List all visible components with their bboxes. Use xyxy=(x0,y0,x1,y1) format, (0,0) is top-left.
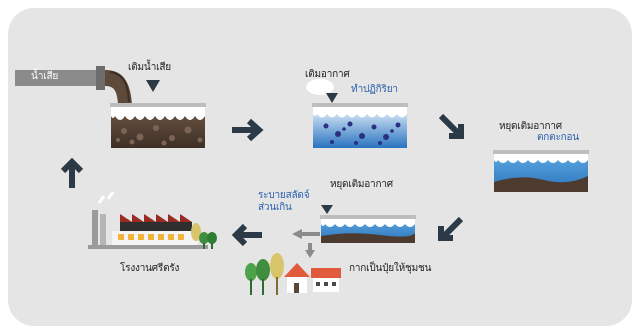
smoke-icon xyxy=(97,191,115,204)
down-right-arrow-icon xyxy=(438,113,464,139)
settle-label: ตกตะกอน xyxy=(537,132,579,143)
down-arrow-icon xyxy=(326,93,338,103)
tank-decant xyxy=(292,205,416,258)
cloud-icon xyxy=(306,79,334,95)
factory-illustration xyxy=(88,191,217,249)
community-illustration xyxy=(245,253,341,295)
sludge-to-fertilizer-label: กากเป็นปุ๋ยให้ชุมชน xyxy=(349,263,432,274)
tank-aeration xyxy=(306,79,408,148)
influent-label: น้ำเสีย xyxy=(31,71,59,82)
tank-fill-wastewater xyxy=(110,80,206,148)
stop-air-label: หยุดเติมอากาศ xyxy=(330,179,393,190)
up-arrow-icon xyxy=(60,157,84,188)
influent-pipe xyxy=(15,66,132,104)
drain-sludge-label-line1: ระบายสลัดจ์ xyxy=(258,190,310,201)
down-arrow-icon xyxy=(321,205,333,214)
down-left-arrow-icon xyxy=(438,216,464,241)
stop-air-settle-label: หยุดเติมอากาศ xyxy=(499,121,562,132)
add-air-label: เติมอากาศ xyxy=(305,69,350,80)
left-arrow-icon xyxy=(231,223,262,247)
drain-sludge-label-line2: ส่วนเกิน xyxy=(258,202,292,213)
reaction-label: ทำปฏิกิริยา xyxy=(351,84,398,95)
right-arrow-icon xyxy=(232,118,264,142)
add-wastewater-label: เติมน้ำเสีย xyxy=(128,62,171,73)
tank-settling xyxy=(493,150,589,192)
down-arrow-icon xyxy=(146,80,160,92)
factory-label: โรงงานศรีตรัง xyxy=(120,263,180,274)
